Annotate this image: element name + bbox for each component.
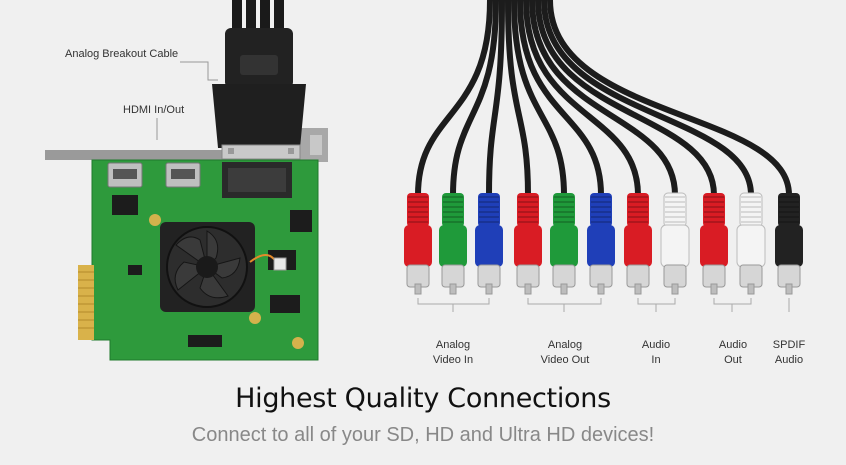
- cable-wire: [517, 0, 604, 196]
- rca-plug: [736, 192, 766, 295]
- cable-wire: [535, 0, 717, 196]
- callout-lines: [156, 61, 218, 140]
- rca-plug: [624, 193, 652, 295]
- rca-plug: [514, 193, 542, 295]
- group-label-audio-in: Audio In: [616, 338, 696, 368]
- capture-card-image: [45, 128, 328, 361]
- breakout-cable-image: [212, 0, 306, 160]
- group-label-line1: Analog: [435, 339, 471, 351]
- cable-wire: [486, 0, 505, 196]
- rca-plug: [775, 193, 803, 295]
- headline: Highest Quality Connections: [235, 383, 611, 414]
- rca-plug: [700, 193, 728, 295]
- group-label-line1: Audio: [641, 339, 671, 351]
- cable-wire: [529, 0, 678, 196]
- rca-plug: [587, 193, 615, 295]
- rca-connectors: [404, 0, 803, 295]
- cable-wire: [450, 0, 499, 196]
- rca-plug: [475, 193, 503, 295]
- group-label-line1: Analog: [547, 339, 583, 351]
- group-label-analog-video-in: Analog Video In: [413, 338, 493, 368]
- cable-wire: [541, 0, 754, 196]
- group-label-line2: Audio: [774, 354, 804, 366]
- rca-plug: [404, 193, 432, 295]
- group-label-line1: SPDIF: [772, 339, 806, 351]
- cable-wire: [523, 0, 641, 196]
- rca-plug: [550, 193, 578, 295]
- group-label-analog-video-out: Analog Video Out: [525, 338, 605, 368]
- group-label-line2: Video In: [432, 354, 474, 366]
- cable-wire: [505, 0, 531, 196]
- breakout-cable-label: Analog Breakout Cable: [65, 48, 179, 60]
- rca-plug: [439, 193, 467, 295]
- group-label-line2: Video Out: [540, 354, 590, 366]
- cable-wire: [547, 0, 792, 196]
- cable-wire: [511, 0, 567, 196]
- group-label-line2: Out: [724, 354, 742, 366]
- hdmi-label: HDMI In/Out: [123, 104, 185, 116]
- group-label-spdif-audio: SPDIF Audio: [749, 338, 829, 368]
- group-label-line2: In: [651, 354, 661, 366]
- subheadline: Connect to all of your SD, HD and Ultra …: [191, 424, 655, 446]
- rca-plug: [660, 192, 690, 295]
- group-label-line1: Audio: [718, 339, 748, 351]
- group-brackets: [417, 298, 790, 312]
- cable-wire: [415, 0, 493, 196]
- group-label-audio-out: Audio Out: [693, 338, 773, 368]
